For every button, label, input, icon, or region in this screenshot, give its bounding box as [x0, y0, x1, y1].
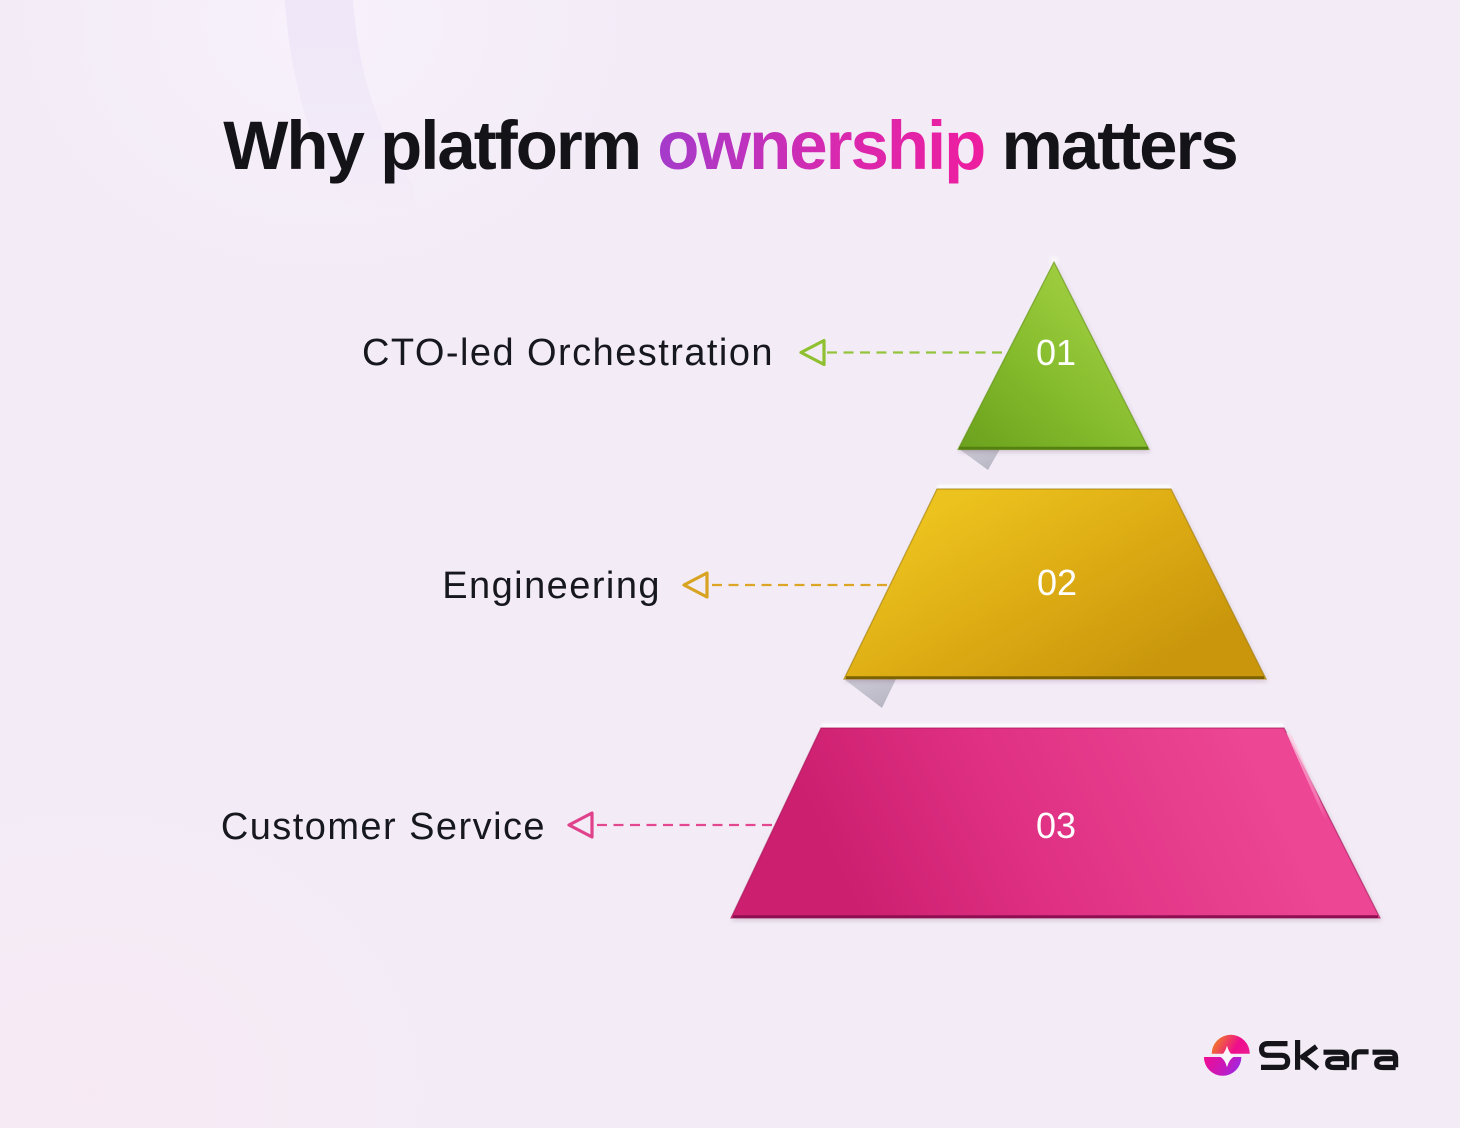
svg-text:02: 02	[1037, 562, 1077, 603]
svg-text:01: 01	[1036, 332, 1076, 373]
svg-text:03: 03	[1036, 805, 1076, 846]
